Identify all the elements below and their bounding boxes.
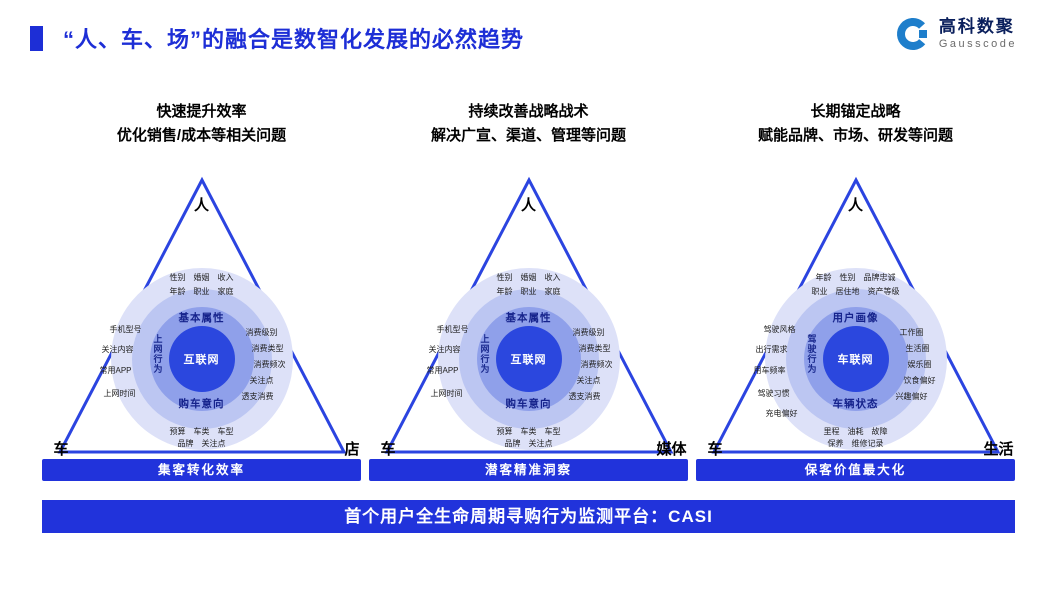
vertex-left-label: 车 bbox=[707, 441, 723, 458]
attr-top-line2: 职业 居住地 资产等级 bbox=[811, 287, 900, 296]
attr-right-item: 消费频次 bbox=[253, 360, 286, 369]
attr-bottom-line2: 品牌 关注点 bbox=[177, 439, 226, 448]
core-label: 互联网 bbox=[183, 354, 220, 366]
attr-right-item: 娱乐圈 bbox=[907, 360, 932, 369]
attr-left-item: 常用APP bbox=[99, 366, 132, 375]
attr-left-item: 上网时间 bbox=[430, 389, 463, 398]
vertex-top-label: 人 bbox=[193, 197, 210, 214]
attr-right-item: 关注点 bbox=[249, 376, 274, 385]
attr-right-item: 透支消费 bbox=[241, 392, 274, 401]
panel-header-line1: 长期锚定战略 bbox=[810, 103, 901, 120]
attr-left-item: 常用APP bbox=[426, 366, 459, 375]
attr-right-item: 消费级别 bbox=[245, 328, 278, 337]
logo-name: 高科数聚 bbox=[938, 17, 1015, 37]
attr-bottom-line2: 品牌 关注点 bbox=[504, 439, 553, 448]
triangle-diagram: 互联网 人 车 媒体 基本属性 购车意向 上网行为 性别 婚姻 收入 年龄 职业… bbox=[379, 174, 687, 459]
logo-subname: Gausscode bbox=[938, 37, 1017, 50]
attr-top-line1: 性别 婚姻 收入 bbox=[169, 273, 234, 282]
attr-left-item: 用车频率 bbox=[753, 366, 786, 375]
vertex-top-label: 人 bbox=[520, 197, 537, 214]
panels-row: 快速提升效率 优化销售/成本等相关问题 互联网 人 车 店 基本属性 购车意向 … bbox=[42, 100, 1015, 481]
panel-header: 长期锚定战略 赋能品牌、市场、研发等问题 bbox=[696, 100, 1015, 148]
attr-right-item: 生活圈 bbox=[905, 344, 930, 353]
panel-header: 持续改善战略战术 解决广宣、渠道、管理等问题 bbox=[369, 100, 688, 148]
metric-bar: 潜客精准洞察 bbox=[369, 459, 688, 481]
ring-top-label: 基本属性 bbox=[505, 312, 552, 324]
attr-right-item: 消费类型 bbox=[578, 344, 611, 353]
attr-right-item: 关注点 bbox=[576, 376, 601, 385]
attr-bottom-line1: 预算 车类 车型 bbox=[496, 427, 561, 436]
metric-bar: 集客转化效率 bbox=[42, 459, 361, 481]
attr-left-item: 上网时间 bbox=[103, 389, 136, 398]
ring-top-label: 基本属性 bbox=[178, 312, 225, 324]
circle-core: 车联网 bbox=[822, 326, 889, 392]
triangle-diagram: 车联网 人 车 生活 用户画像 车辆状态 驾驶行为 年龄 性别 品牌忠诚 职业 … bbox=[706, 174, 1014, 459]
attr-right-item: 消费频次 bbox=[580, 360, 613, 369]
ring-bottom-label: 车辆状态 bbox=[832, 398, 879, 410]
core-label: 车联网 bbox=[837, 354, 874, 366]
attr-right-item: 饮食偏好 bbox=[903, 376, 936, 385]
attr-left-item: 驾驶习惯 bbox=[757, 389, 790, 398]
attr-top-line2: 年龄 职业 家庭 bbox=[169, 287, 234, 296]
logo-text: 高科数聚 Gausscode bbox=[939, 17, 1017, 51]
attr-left-item: 手机型号 bbox=[109, 325, 142, 334]
vertex-left-label: 车 bbox=[380, 441, 396, 458]
attr-top-line1: 性别 婚姻 收入 bbox=[496, 273, 561, 282]
panel-header-line2: 赋能品牌、市场、研发等问题 bbox=[757, 127, 953, 144]
attr-left-item: 出行需求 bbox=[755, 345, 788, 354]
attr-bottom-line2: 保养 维修记录 bbox=[827, 439, 884, 448]
title-bullet bbox=[30, 25, 43, 51]
gausscode-ring-icon bbox=[896, 18, 929, 50]
panel-life: 长期锚定战略 赋能品牌、市场、研发等问题 车联网 人 车 生活 用户画像 车辆状… bbox=[696, 100, 1015, 481]
panel-header: 快速提升效率 优化销售/成本等相关问题 bbox=[42, 100, 361, 148]
vertex-right-label: 店 bbox=[344, 441, 360, 458]
circle-core: 互联网 bbox=[168, 326, 235, 392]
attr-left-item: 关注内容 bbox=[428, 345, 461, 354]
ring-top-label: 用户画像 bbox=[832, 312, 879, 324]
attr-bottom-line1: 预算 车类 车型 bbox=[169, 427, 234, 436]
panel-header-line1: 快速提升效率 bbox=[156, 103, 247, 120]
attr-right-item: 消费类型 bbox=[251, 344, 284, 353]
panel-header-line1: 持续改善战略战术 bbox=[468, 103, 589, 120]
panel-header-line2: 优化销售/成本等相关问题 bbox=[116, 127, 287, 144]
attr-top-line2: 年龄 职业 家庭 bbox=[496, 287, 561, 296]
triangle-diagram: 互联网 人 车 店 基本属性 购车意向 上网行为 性别 婚姻 收入 年龄 职业 … bbox=[52, 174, 360, 459]
ring-bottom-label: 购车意向 bbox=[505, 398, 552, 410]
core-label: 互联网 bbox=[510, 354, 547, 366]
vertex-right-label: 媒体 bbox=[656, 441, 687, 458]
attr-left-item: 充电偏好 bbox=[765, 409, 798, 418]
attr-top-line1: 年龄 性别 品牌忠诚 bbox=[815, 273, 896, 282]
vertex-top-label: 人 bbox=[847, 197, 864, 214]
vertex-left-label: 车 bbox=[53, 441, 69, 458]
attr-right-item: 透支消费 bbox=[568, 392, 601, 401]
attr-left-item: 驾驶风格 bbox=[763, 325, 796, 334]
panel-store: 快速提升效率 优化销售/成本等相关问题 互联网 人 车 店 基本属性 购车意向 … bbox=[42, 100, 361, 481]
attr-bottom-line1: 里程 油耗 故障 bbox=[823, 427, 888, 436]
ring-side-label: 上网行为 bbox=[152, 334, 163, 374]
ring-side-label: 驾驶行为 bbox=[806, 334, 817, 374]
circle-core: 互联网 bbox=[495, 326, 562, 392]
logo: 高科数聚 Gausscode bbox=[895, 16, 1017, 52]
footer-banner: 首个用户全生命周期寻购行为监测平台：CASI bbox=[42, 500, 1015, 533]
panel-header-line2: 解决广宣、渠道、管理等问题 bbox=[430, 127, 626, 144]
vertex-right-label: 生活 bbox=[983, 441, 1014, 458]
attr-right-item: 兴趣偏好 bbox=[895, 392, 928, 401]
panel-media: 持续改善战略战术 解决广宣、渠道、管理等问题 互联网 人 车 媒体 基本属性 购… bbox=[369, 100, 688, 481]
metric-bar: 保客价值最大化 bbox=[696, 459, 1015, 481]
attr-right-item: 工作圈 bbox=[899, 328, 924, 337]
attr-left-item: 关注内容 bbox=[101, 345, 134, 354]
page-title: “人、车、场”的融合是数智化发展的必然趋势 bbox=[63, 27, 525, 52]
attr-left-item: 手机型号 bbox=[436, 325, 469, 334]
ring-bottom-label: 购车意向 bbox=[178, 398, 225, 410]
title-row: “人、车、场”的融合是数智化发展的必然趋势 bbox=[30, 22, 524, 54]
ring-side-label: 上网行为 bbox=[479, 334, 490, 374]
attr-right-item: 消费级别 bbox=[572, 328, 605, 337]
